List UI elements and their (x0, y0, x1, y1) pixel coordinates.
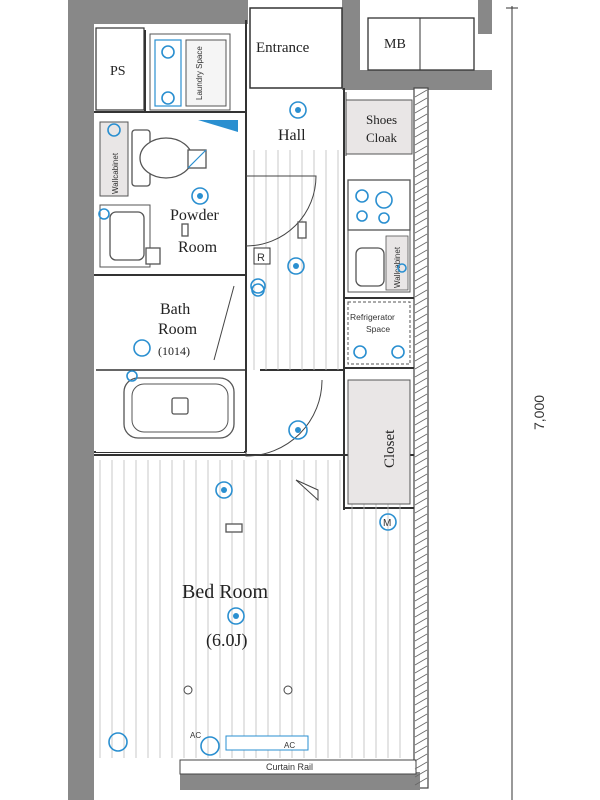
powder-sink (98, 204, 161, 268)
bed-door (245, 379, 323, 457)
r-marker: R (257, 252, 265, 264)
kitchen: Wallcabinet (347, 179, 411, 293)
walls (68, 0, 492, 800)
hall-ceiling-light (289, 101, 307, 119)
closet (347, 379, 411, 505)
ac-marker-1: AC (190, 731, 201, 740)
entrance-label: Entrance (256, 40, 310, 56)
shoes-cloak (345, 99, 413, 155)
bath-room-label-1: Bath (160, 301, 190, 318)
powder-light (191, 187, 209, 205)
hall-fixtures: R (250, 221, 308, 440)
shoes-cloak-label-2: Cloak (366, 130, 398, 145)
shoes-cloak-label-1: Shoes (366, 112, 397, 127)
mb-area (367, 17, 475, 71)
curtain-rail-label: Curtain Rail (266, 762, 313, 772)
bath-size-label: (1014) (158, 344, 190, 358)
m-marker: M (383, 518, 391, 529)
ps-area (95, 27, 145, 111)
depth-dimension: 7,000 (506, 6, 547, 800)
hall-label: Hall (278, 127, 306, 144)
ac-marker-2: AC (284, 741, 295, 750)
refrigerator-label-2: Space (366, 324, 390, 334)
powder-room-label-2: Room (178, 239, 218, 256)
right-wall-hatch (414, 89, 428, 786)
ps-label: PS (110, 64, 126, 79)
bath-room-label-2: Room (158, 321, 198, 338)
refrigerator-space: Refrigerator Space (347, 301, 411, 365)
depth-dimension-label: 7,000 (531, 395, 547, 430)
bed-room-label: Bed Room (182, 581, 269, 603)
powder-room-label-1: Powder (170, 207, 220, 224)
bath-room (96, 282, 265, 452)
toilet: Wallcabinet (99, 120, 238, 197)
closet-label: Closet (382, 429, 398, 468)
mb-label: MB (384, 37, 406, 52)
entrance-area (249, 7, 343, 89)
laundry-label: Laundry Space (195, 46, 204, 100)
bed-size-label: (6.0J) (206, 630, 248, 651)
wall-cabinet-label: Wallcabinet (111, 152, 120, 194)
bed-room-fixtures: AC AC (108, 479, 319, 756)
refrigerator-label-1: Refrigerator (350, 312, 395, 322)
laundry-space: Laundry Space (149, 33, 231, 111)
